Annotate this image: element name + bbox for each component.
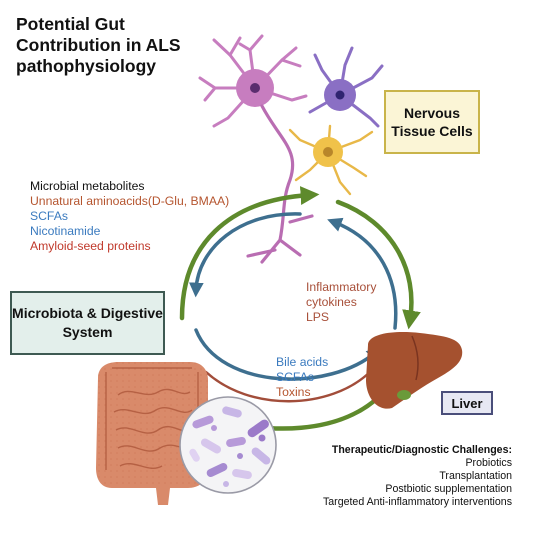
arrow-liver-to-nerve-inner: [327, 217, 398, 330]
therapeutic-item: Targeted Anti-inflammatory interventions: [322, 496, 512, 508]
inflammatory-list: Inflammatory cytokines LPS: [306, 280, 376, 325]
therapeutic-heading: Therapeutic/Diagnostic Challenges:: [331, 444, 512, 456]
metabolite-item: SCFAs: [30, 209, 68, 223]
axon-icon: [246, 104, 314, 264]
metabolites-heading: Microbial metabolites: [30, 179, 145, 193]
gut-liver-list: Bile acids SCFAs Toxins: [276, 355, 328, 400]
arrow-gut-to-liver-inner: [194, 328, 382, 381]
metabolite-item: Amyloid-seed proteins: [30, 239, 151, 253]
therapeutic-list: Therapeutic/Diagnostic Challenges: Probi…: [323, 444, 512, 509]
therapeutic-item: Transplantation: [439, 470, 512, 482]
nervous-tissue-label: Nervous Tissue Cells: [391, 105, 473, 139]
microbiota-box: Microbiota & Digestive System: [10, 291, 165, 355]
liver-icon: [366, 332, 463, 409]
metabolites-list: Microbial metabolites Unnatural aminoaci…: [30, 179, 229, 254]
diagram-title: Potential Gut Contribution in ALS pathop…: [16, 14, 181, 76]
microbiota-circle-icon: [179, 396, 277, 494]
gut-liver-item: SCFAs: [276, 370, 314, 384]
metabolite-item: Nicotinamide: [30, 224, 101, 238]
neuron-purple-icon: [308, 46, 384, 128]
therapeutic-item: Probiotics: [465, 457, 512, 469]
outer-cycle-arrows: [179, 186, 421, 431]
arrow-gut-to-nerve: [179, 186, 320, 321]
therapeutic-item: Postbiotic supplementation: [385, 483, 512, 495]
inflammatory-item: LPS: [306, 310, 330, 324]
liver-label: Liver: [451, 395, 483, 411]
gut-liver-item: Toxins: [276, 385, 311, 399]
liver-box: Liver: [441, 391, 493, 415]
neuron-pink-icon: [198, 34, 308, 128]
arrow-toxins-inner: [204, 370, 372, 403]
glia-cell-icon: [288, 124, 374, 196]
arrow-nerve-to-gut-inner: [189, 212, 302, 298]
intestine-icon: [96, 362, 208, 505]
metabolite-item: Unnatural aminoacids(D-Glu, BMAA): [30, 194, 230, 208]
inflammatory-item: Inflammatory: [306, 280, 377, 294]
arrow-nerve-to-liver: [335, 199, 421, 330]
nervous-tissue-box: Nervous Tissue Cells: [384, 90, 480, 154]
inflammatory-item: cytokines: [306, 295, 357, 309]
microbiota-label: Microbiota & Digestive System: [12, 305, 163, 340]
gut-liver-item: Bile acids: [276, 355, 329, 369]
